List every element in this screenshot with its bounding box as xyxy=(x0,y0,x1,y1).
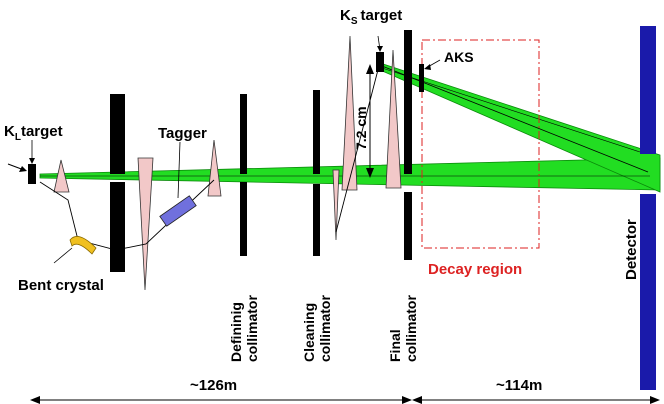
distance-right-head-l xyxy=(412,396,422,404)
aks-label: AKS xyxy=(444,49,474,65)
detector-bottom xyxy=(640,194,656,390)
detector-top xyxy=(640,26,656,154)
wedge-3 xyxy=(207,139,222,197)
aks-pointer-head xyxy=(424,64,431,70)
distance-left-head-r xyxy=(402,396,412,404)
kl-incoming-arrowhead xyxy=(19,166,27,172)
proton-path-ks xyxy=(335,61,381,233)
kl-target-pointer-head xyxy=(29,158,35,164)
wedge-6 xyxy=(385,49,402,189)
ks-target-pointer-head xyxy=(377,46,383,52)
tagger xyxy=(159,195,197,227)
separation-arrowhead-top xyxy=(366,64,374,74)
tagger-label: Tagger xyxy=(158,125,207,142)
cleaning-collimator-bottom xyxy=(313,184,320,256)
defining-collimator-bottom xyxy=(240,182,247,256)
wedge-5 xyxy=(332,169,340,241)
aks xyxy=(419,64,424,92)
detector-label: Detector xyxy=(623,219,640,280)
ks-beam-ray-2 xyxy=(381,67,641,153)
defining-collimator-label: Defininig collimator xyxy=(228,295,260,362)
cleaning-collimator-label: Cleaning collimator xyxy=(301,295,333,362)
ks-target xyxy=(376,52,384,72)
collimator-1-bottom xyxy=(110,182,125,272)
bent-crystal xyxy=(69,236,97,255)
separation-arrowhead-bottom xyxy=(366,168,374,178)
distance-right-head-r xyxy=(650,396,660,404)
decay-region-box xyxy=(421,39,540,249)
cleaning-collimator-top xyxy=(313,90,320,174)
wedge-2 xyxy=(137,157,154,291)
wedge-1 xyxy=(53,159,70,193)
proton-path xyxy=(39,179,215,251)
distance-right-label: ~114m xyxy=(496,377,542,394)
distance-left-label: ~126m xyxy=(190,377,237,394)
distance-left-head-l xyxy=(30,396,40,404)
kl-target-label: KLtarget xyxy=(4,123,63,143)
defining-collimator-top xyxy=(240,94,247,174)
wedge-4 xyxy=(341,35,358,191)
decay-region-label: Decay region xyxy=(428,261,522,278)
collimator-1-top xyxy=(110,94,125,174)
final-collimator-top xyxy=(404,30,412,174)
crystal-pointer xyxy=(53,247,73,264)
final-collimator-label: Final collimator xyxy=(387,295,419,362)
kl-target xyxy=(28,164,36,184)
separation-label: 7.2 cm xyxy=(353,106,369,150)
tagger-pointer xyxy=(177,141,181,199)
ks-beam-ray xyxy=(381,65,649,173)
final-collimator-bottom xyxy=(404,192,412,260)
bent-crystal-label: Bent crystal xyxy=(18,277,104,294)
